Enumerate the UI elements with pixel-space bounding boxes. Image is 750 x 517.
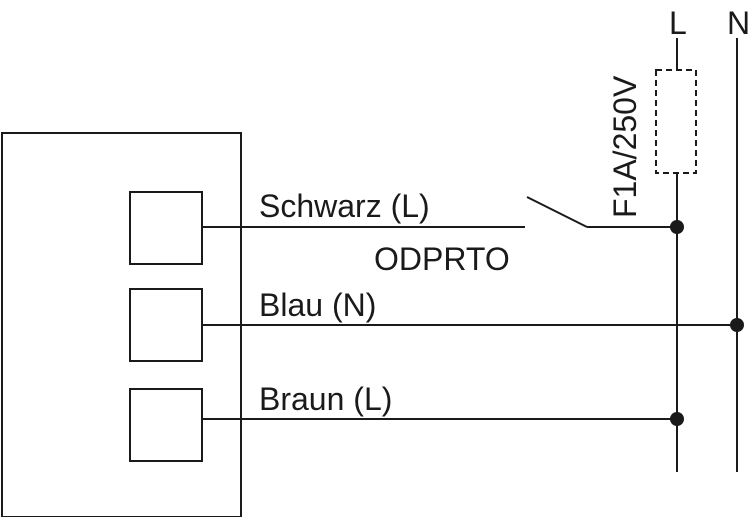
terminal-blue bbox=[129, 288, 203, 362]
rail-label-live: L bbox=[669, 5, 687, 41]
switch-label: ODPRTO bbox=[374, 241, 510, 277]
junction-dot-brown bbox=[670, 412, 684, 426]
rail-label-neutral: N bbox=[727, 5, 750, 41]
wire-label-black: Schwarz (L) bbox=[259, 188, 430, 224]
wire-label-blue: Blau (N) bbox=[259, 287, 376, 323]
switch-contact bbox=[526, 196, 588, 228]
wire-label-brown: Braun (L) bbox=[259, 381, 392, 417]
terminal-black bbox=[129, 191, 203, 265]
fuse-symbol bbox=[655, 69, 697, 174]
junction-dot-blue bbox=[730, 318, 744, 332]
junction-dot-black bbox=[670, 220, 684, 234]
fuse-rating-label: F1A/250V bbox=[607, 75, 643, 218]
terminal-brown bbox=[129, 388, 203, 462]
